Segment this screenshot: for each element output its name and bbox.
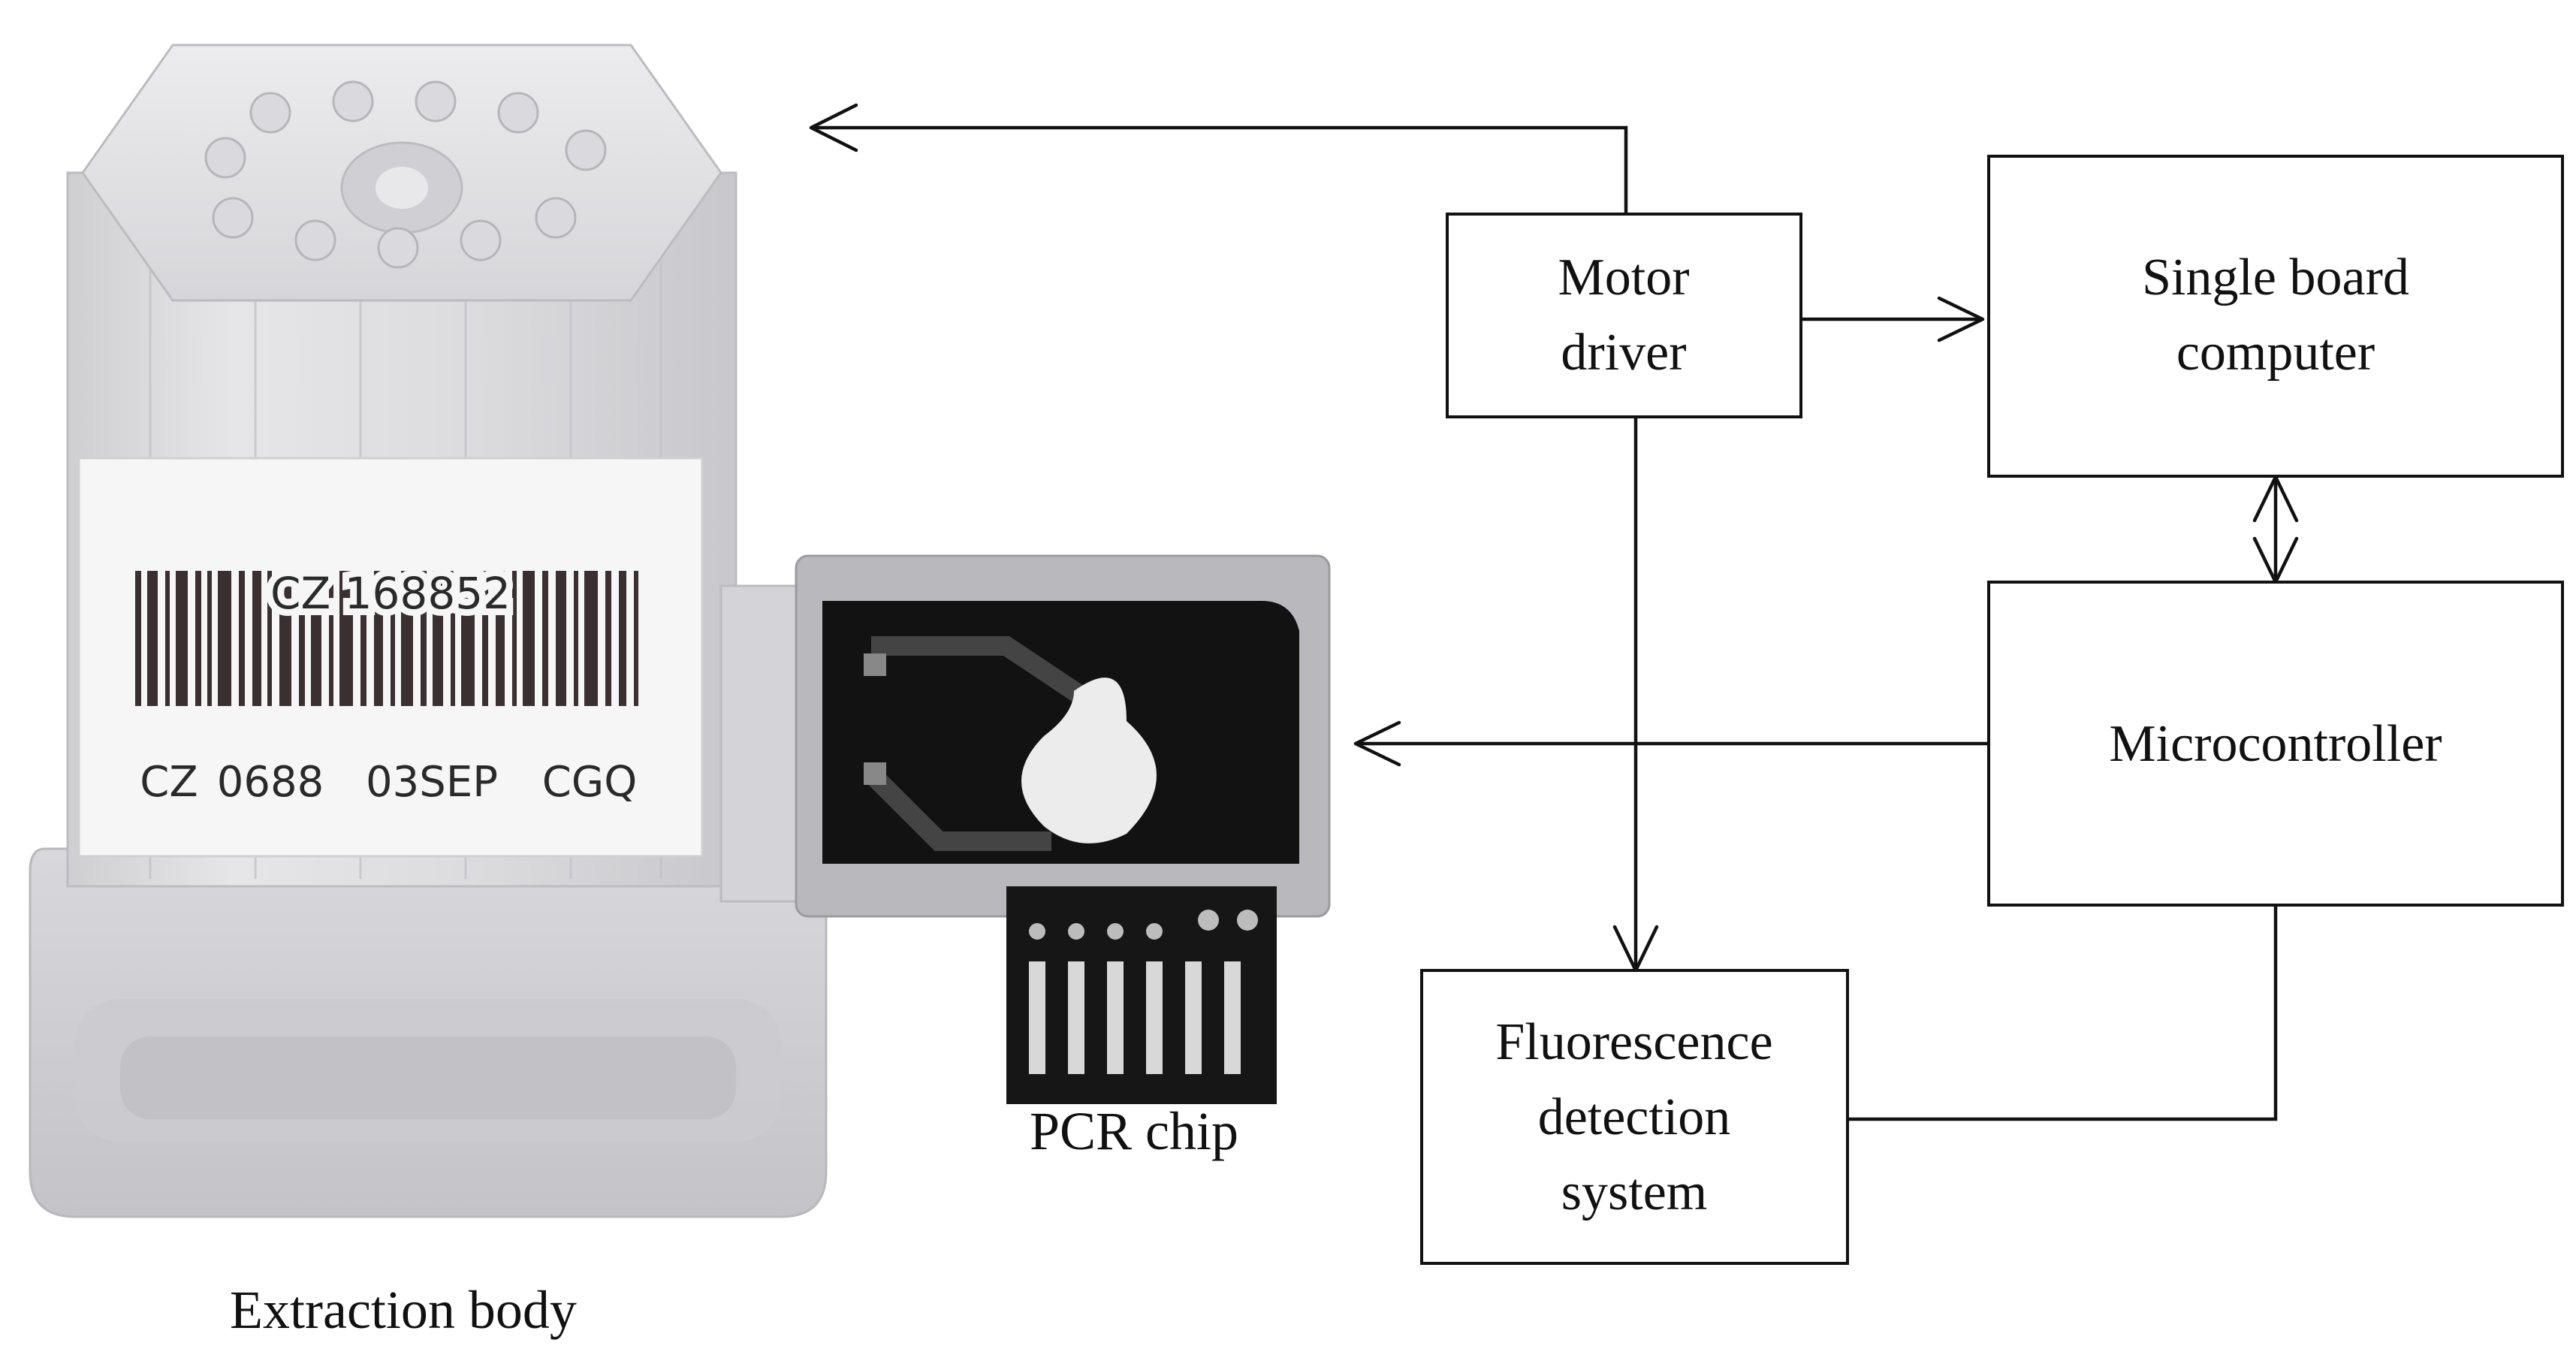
block-single-board-computer: Single board computer xyxy=(1987,155,2564,478)
caption-extraction-body: Extraction body xyxy=(230,1280,577,1340)
line-microcontroller-fluorescence xyxy=(1848,905,2278,1121)
label-code-3: 03SEP xyxy=(366,758,498,807)
pcr-chip-image xyxy=(795,554,1331,1104)
label-serial-top: CZ 168852 xyxy=(270,568,511,619)
label-code-2: 0688 xyxy=(217,758,324,807)
extraction-body-image: CZ 168852 CZ 0688 03SEP CGQ xyxy=(29,44,828,1218)
block-motor-driver-line-2: driver xyxy=(1561,324,1686,382)
label-code-1: CZ xyxy=(140,758,198,807)
block-fluorescence-line-2: detection xyxy=(1538,1088,1731,1146)
label-code-4: CGQ xyxy=(542,758,638,807)
block-fluorescence-line-1: Fluorescence xyxy=(1495,1013,1772,1071)
block-fluorescence-detection-system: Fluorescence detection system xyxy=(1420,969,1849,1265)
barcode xyxy=(135,571,638,706)
block-sbc-line-2: computer xyxy=(2176,324,2375,382)
arrow-motor-to-extraction xyxy=(811,125,1628,214)
block-sbc-line-1: Single board xyxy=(2142,249,2409,306)
block-motor-driver-line-1: Motor xyxy=(1558,249,1690,306)
block-microcontroller-line-1: Microcontroller xyxy=(2109,715,2442,773)
block-fluorescence-line-3: system xyxy=(1561,1163,1707,1221)
block-microcontroller: Microcontroller xyxy=(1987,581,2564,907)
block-motor-driver: Motor driver xyxy=(1446,213,1802,418)
connections xyxy=(809,103,2299,1121)
caption-pcr-chip: PCR chip xyxy=(1030,1101,1238,1161)
